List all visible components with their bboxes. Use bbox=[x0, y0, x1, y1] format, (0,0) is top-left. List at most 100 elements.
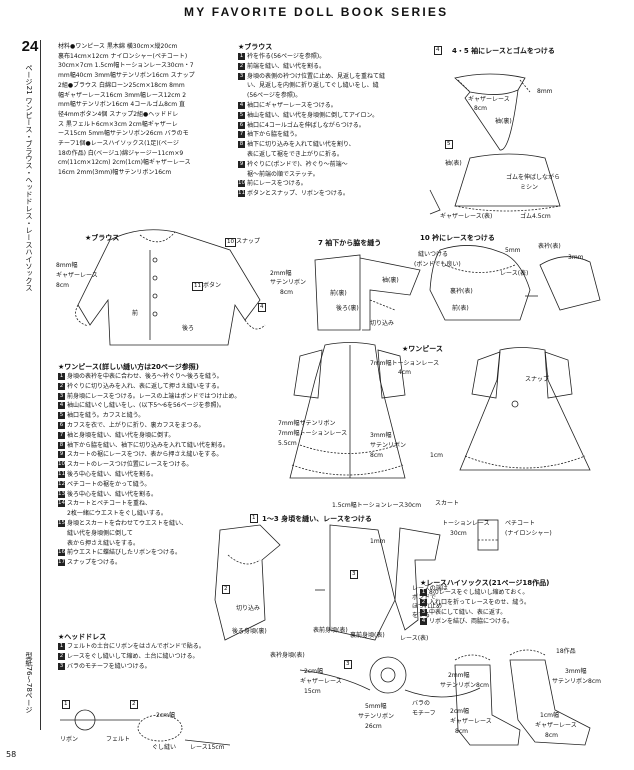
label: 後ろ bbox=[182, 325, 195, 332]
socks-steps-title: ★レースハイソックス(21ページ18作品) bbox=[420, 579, 550, 587]
materials-line: mm幅40cm 3mm幅サテンリボン16cm スナップ bbox=[58, 72, 195, 80]
step-tag: 4 bbox=[258, 303, 266, 312]
label: 7mm幅トーションレース bbox=[370, 360, 440, 367]
label: 5.5cm bbox=[278, 440, 297, 447]
label: 前(表) bbox=[452, 305, 469, 312]
label: 表衿(表) bbox=[538, 243, 561, 250]
label: 8cm bbox=[474, 105, 487, 112]
label: 表衿身頃(表) bbox=[270, 652, 305, 659]
label: 3mm bbox=[568, 254, 584, 261]
step-item: 表から押さえ縫いをする。 bbox=[67, 539, 140, 547]
label: 袖(裏) bbox=[495, 118, 512, 125]
collar-finished bbox=[539, 256, 601, 311]
materials-line: 16cm 2mm(3mm)幅サテンリボン16cm bbox=[58, 169, 172, 177]
label: 8cm bbox=[370, 452, 383, 459]
label: 2mm幅 bbox=[270, 270, 292, 277]
step-tag: 1 bbox=[62, 700, 70, 709]
collar-diagram-title: 10 衿にレースをつける bbox=[420, 234, 495, 242]
label: サテンリボン bbox=[370, 442, 407, 449]
headdress-rosette bbox=[369, 656, 407, 694]
materials-line: チーフ1個●レースハイソックス(1足)(ページ bbox=[58, 140, 179, 148]
label: スカート bbox=[435, 500, 460, 507]
label: レース(表) bbox=[500, 270, 529, 277]
materials-line: 径4mmボタン4個 スナップ2組●ヘッドドレ bbox=[58, 110, 179, 118]
bodice-diagram-title: 1～3 身頃を縫い、レースをつける bbox=[262, 515, 372, 523]
side-seam-title: 7 袖下から脇を縫う bbox=[318, 239, 382, 247]
headdress-lace bbox=[137, 714, 183, 742]
label: ギャザーレース(表) bbox=[440, 213, 493, 220]
label: ぐし縫い bbox=[152, 744, 177, 751]
label: 切り込み bbox=[370, 320, 395, 327]
label: サテンリボン bbox=[270, 279, 307, 286]
chapter-number: 24 bbox=[21, 38, 39, 55]
collar-shape bbox=[429, 245, 531, 321]
label: (ボンドでも良い) bbox=[414, 261, 461, 268]
label: バラの bbox=[412, 700, 431, 707]
blouse-steps-title: ★ブラウス bbox=[238, 43, 273, 51]
label: 後ろ身頃(裏) bbox=[232, 628, 267, 635]
label: 表前身頃(表) bbox=[313, 627, 348, 634]
sleeve-diagram-title: 4・5 袖にレースとゴムをつける bbox=[452, 47, 555, 55]
label: 2mm幅 bbox=[448, 672, 470, 679]
label: 裏衿(表) bbox=[450, 288, 473, 295]
label: 1cm幅 bbox=[540, 712, 559, 719]
label: ゴムを伸ばしながら bbox=[506, 174, 561, 181]
materials-line: 18の作品) 白(ベージュ)綿ジャージー11cm×9 bbox=[58, 149, 184, 157]
label: サテンリボン8cm bbox=[440, 682, 489, 689]
label: ほつれ止め bbox=[412, 603, 443, 610]
sidebar-rule bbox=[20, 40, 41, 730]
label: 前(裏) bbox=[330, 290, 347, 297]
label: ペチコート bbox=[505, 520, 536, 527]
step-tag: 10 bbox=[225, 238, 236, 247]
headdress-steps-title: ★ヘッドドレス bbox=[58, 633, 107, 641]
label: 切り込み bbox=[236, 605, 261, 612]
dress-back-shape bbox=[459, 347, 591, 471]
blouse-diagram-title: ★ブラウス bbox=[85, 234, 120, 242]
step-tag: 4 bbox=[434, 46, 442, 55]
label: ギャザーレース bbox=[56, 272, 98, 279]
dress-front-sleeve-left bbox=[293, 349, 323, 399]
label: スナップ bbox=[525, 376, 550, 383]
chapter-title: ページ21 ワンピース・ブラウス・ヘッドドレス・レースハイソックス bbox=[25, 64, 34, 292]
label: トーションレース bbox=[442, 520, 490, 527]
label: 30cm bbox=[450, 530, 467, 537]
label: 5mm幅 bbox=[365, 703, 387, 710]
materials-line: ス 黒フェルト6cm×3cm 2cm幅ギャザーレ bbox=[58, 120, 178, 128]
label: ミシン bbox=[520, 184, 539, 191]
label: 8cm bbox=[56, 282, 69, 289]
label: 袖(表) bbox=[445, 160, 462, 167]
sleeve-top-shape bbox=[454, 73, 526, 95]
bodice-back-piece bbox=[214, 524, 281, 641]
step-tag: 1 bbox=[250, 514, 258, 523]
label: 裏前身頃(表) bbox=[350, 632, 385, 639]
label: モチーフ bbox=[412, 710, 436, 717]
label: 袖(裏) bbox=[382, 277, 399, 284]
materials-line: 裏布14cm×12cm ナイロンシャー(ペチコート) bbox=[58, 52, 188, 60]
label: サテンリボン bbox=[358, 713, 395, 720]
label: 7mm幅トーションレース bbox=[278, 430, 348, 437]
dress-front-sleeve-right bbox=[377, 349, 406, 399]
step-item: 裾～前端の順でステッチ。 bbox=[247, 170, 319, 178]
sock-right bbox=[509, 659, 591, 746]
label: 1cm bbox=[430, 452, 443, 459]
label: レース15cm bbox=[190, 744, 225, 751]
